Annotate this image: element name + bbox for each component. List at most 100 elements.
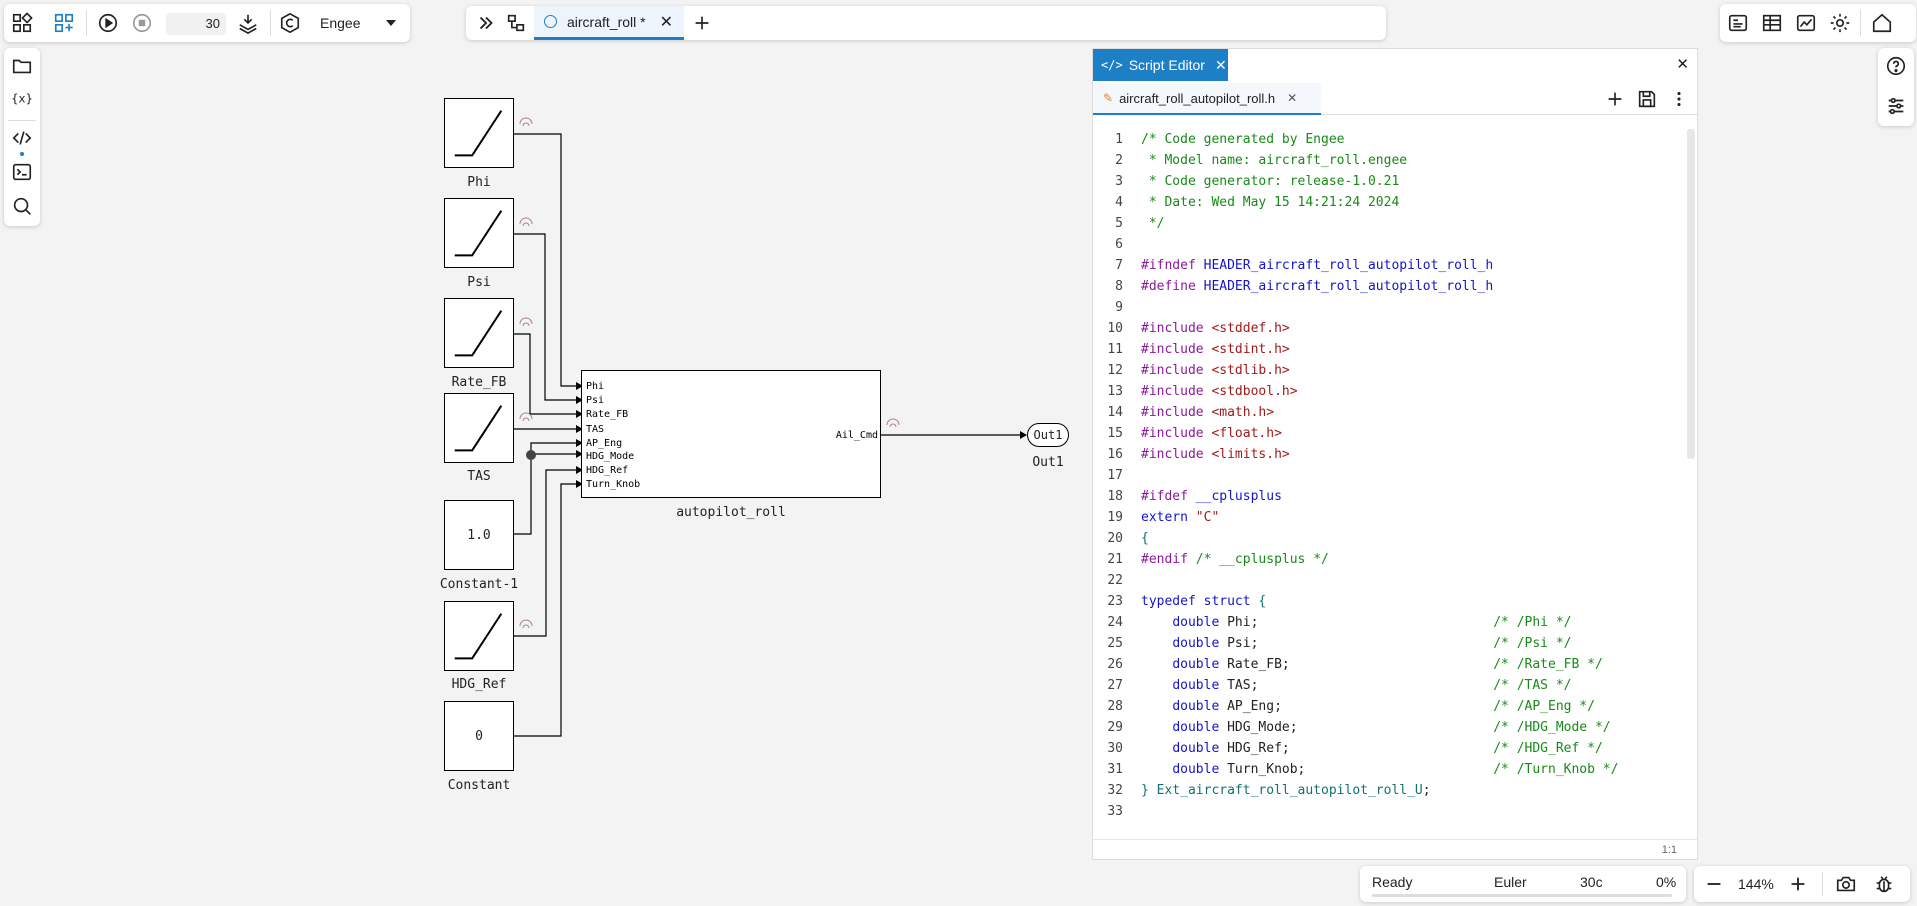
code-line[interactable]: 3 * Code generator: release-1.0.21	[1093, 171, 1683, 192]
compile-icon[interactable]	[234, 9, 262, 37]
add-blocks-icon[interactable]	[50, 9, 78, 37]
code-line[interactable]: 15#include <float.h>	[1093, 423, 1683, 444]
constant-block[interactable]: 0	[444, 701, 514, 771]
code-line[interactable]: 30 double HDG_Ref; /* /HDG_Ref */	[1093, 738, 1683, 759]
code-token: /* /Rate_FB */	[1493, 657, 1603, 672]
outport-block[interactable]: Out1	[1027, 423, 1069, 447]
constant-block-1[interactable]: 1.0	[444, 500, 514, 570]
variables-icon[interactable]: {x}	[8, 84, 36, 112]
outport-inner-label: Out1	[1033, 428, 1063, 442]
ramp-block-hdg-ref[interactable]	[444, 601, 514, 671]
ramp-block-rate-fb[interactable]	[444, 298, 514, 368]
code-line[interactable]: 29 double HDG_Mode; /* /HDG_Mode */	[1093, 717, 1683, 738]
gear-icon[interactable]	[1826, 9, 1854, 37]
code-line[interactable]: 22	[1093, 570, 1683, 591]
file-browser-icon[interactable]	[8, 52, 36, 80]
model-tree-icon[interactable]	[502, 9, 530, 37]
code-line[interactable]: 17	[1093, 465, 1683, 486]
ramp-block-phi[interactable]	[444, 98, 514, 168]
bug-icon[interactable]	[1870, 870, 1898, 898]
code-line[interactable]: 24 double Phi; /* /Phi */	[1093, 612, 1683, 633]
code-token	[1141, 762, 1172, 777]
code-line[interactable]: 31 double Turn_Knob; /* /Turn_Knob */	[1093, 759, 1683, 780]
terminal-icon[interactable]	[8, 158, 36, 186]
step-count-input[interactable]: 30	[166, 13, 226, 35]
camera-icon[interactable]	[1832, 870, 1860, 898]
close-icon[interactable]: ✕	[1214, 56, 1227, 73]
code-line[interactable]: 32} Ext_aircraft_roll_autopilot_roll_U;	[1093, 780, 1683, 801]
settings-sliders-icon[interactable]	[1882, 92, 1910, 120]
script-editor-icon[interactable]	[8, 124, 36, 152]
tab-aircraft-roll[interactable]: aircraft_roll * ✕	[534, 6, 684, 40]
ramp-block-tas[interactable]	[444, 393, 514, 463]
code-token: typedef struct	[1141, 594, 1259, 609]
code-token: #include	[1141, 384, 1212, 399]
engine-select[interactable]: Engee	[312, 8, 406, 38]
add-tab-icon[interactable]	[688, 9, 716, 37]
help-icon[interactable]	[1882, 52, 1910, 80]
line-number: 29	[1107, 720, 1123, 735]
subsystem-block-autopilot-roll[interactable]: Phi Psi Rate_FB TAS AP_Eng HDG_Mode HDG_…	[581, 370, 881, 498]
file-tab[interactable]: ✎ aircraft_roll_autopilot_roll.h ✕	[1093, 83, 1321, 115]
code-line[interactable]: 27 double TAS; /* /TAS */	[1093, 675, 1683, 696]
vertical-scrollbar[interactable]	[1687, 129, 1695, 459]
code-line[interactable]: 5 */	[1093, 213, 1683, 234]
code-line[interactable]: 10#include <stddef.h>	[1093, 318, 1683, 339]
script-editor-title-tab[interactable]: </> Script Editor ✕	[1093, 49, 1228, 81]
save-icon[interactable]	[1633, 85, 1661, 113]
code-token: double	[1172, 657, 1228, 672]
code-line[interactable]: 9	[1093, 297, 1683, 318]
constant-value: 0	[475, 728, 483, 744]
search-icon[interactable]	[8, 192, 36, 220]
code-line[interactable]: 12#include <stdlib.h>	[1093, 360, 1683, 381]
code-line[interactable]: 4 * Date: Wed May 15 14:21:24 2024	[1093, 192, 1683, 213]
code-line[interactable]: 33	[1093, 801, 1683, 822]
codegen-icon[interactable]	[276, 9, 304, 37]
zoom-in-icon[interactable]	[1784, 870, 1812, 898]
code-line[interactable]: 25 double Psi; /* /Psi */	[1093, 633, 1683, 654]
code-line[interactable]: 18#ifdef __cplusplus	[1093, 486, 1683, 507]
code-line[interactable]: 6	[1093, 234, 1683, 255]
file-edit-icon: ✎	[1103, 91, 1114, 105]
line-number: 19	[1107, 510, 1123, 525]
line-number: 15	[1107, 426, 1123, 441]
code-line[interactable]: 2 * Model name: aircraft_roll.engee	[1093, 150, 1683, 171]
code-line[interactable]: 13#include <stdbool.h>	[1093, 381, 1683, 402]
close-icon[interactable]: ✕	[1287, 91, 1298, 105]
expand-panel-icon[interactable]	[472, 9, 500, 37]
home-icon[interactable]	[1868, 9, 1896, 37]
engine-select-value: Engee	[320, 15, 361, 31]
stop-icon[interactable]	[128, 9, 156, 37]
more-options-icon[interactable]	[1665, 85, 1693, 113]
run-icon[interactable]	[94, 9, 122, 37]
code-line[interactable]: 26 double Rate_FB; /* /Rate_FB */	[1093, 654, 1683, 675]
close-panel-icon[interactable]: ✕	[1676, 56, 1689, 73]
graphs-icon[interactable]	[1792, 9, 1820, 37]
code-line[interactable]: 8#define HEADER_aircraft_roll_autopilot_…	[1093, 276, 1683, 297]
data-inspector-icon[interactable]	[1724, 9, 1752, 37]
right-toolbar	[1720, 4, 1916, 42]
line-number: 2	[1115, 153, 1123, 168]
code-line[interactable]: 28 double AP_Eng; /* /AP_Eng */	[1093, 696, 1683, 717]
table-icon[interactable]	[1758, 9, 1786, 37]
line-number: 11	[1107, 342, 1123, 357]
cursor-position: 1:1	[1661, 844, 1677, 856]
close-icon[interactable]: ✕	[659, 13, 673, 31]
blocks-library-icon[interactable]	[8, 9, 36, 37]
code-line[interactable]: 1/* Code generated by Engee	[1093, 129, 1683, 150]
code-token: #include	[1141, 342, 1212, 357]
code-line[interactable]: 20{	[1093, 528, 1683, 549]
add-file-icon[interactable]	[1601, 85, 1629, 113]
zoom-out-icon[interactable]	[1700, 870, 1728, 898]
code-line[interactable]: 14#include <math.h>	[1093, 402, 1683, 423]
code-line[interactable]: 7#ifndef HEADER_aircraft_roll_autopilot_…	[1093, 255, 1683, 276]
code-line[interactable]: 16#include <limits.h>	[1093, 444, 1683, 465]
code-line[interactable]: 21#endif /* __cplusplus */	[1093, 549, 1683, 570]
code-token: /* /Phi */	[1493, 615, 1572, 630]
ramp-block-psi[interactable]	[444, 198, 514, 268]
code-line[interactable]: 11#include <stdint.h>	[1093, 339, 1683, 360]
